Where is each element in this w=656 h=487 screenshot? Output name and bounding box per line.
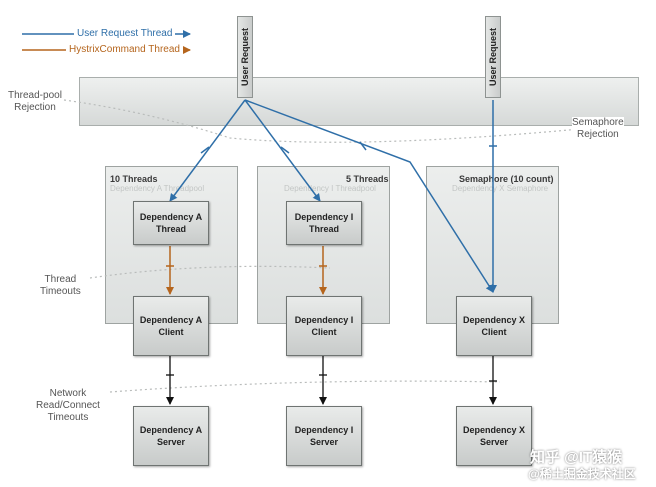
dependency-i-server-box: Dependency I Server — [286, 406, 362, 466]
dependency-i-client-label: Dependency I Client — [294, 315, 354, 337]
pool-a-title: 10 Threads — [110, 174, 158, 184]
semaphore-rejection-label: Semaphore Rejection — [572, 117, 624, 141]
dependency-i-server-label: Dependency I Server — [294, 425, 354, 447]
dependency-i-client-box: Dependency I Client — [286, 296, 362, 356]
user-request-tag-left: User Request — [237, 16, 253, 98]
legend-user-request-thread: User Request Thread — [74, 28, 176, 39]
watermark-line1: 知乎 @IT猿猴 — [530, 449, 623, 466]
legend-hystrix-command-thread: HystrixCommand Thread — [66, 44, 183, 55]
watermark-line2: @稀土掘金技术社区 — [528, 467, 636, 481]
dependency-i-thread-box: Dependency I Thread — [286, 201, 362, 245]
dependency-x-server-label: Dependency X Server — [462, 425, 526, 447]
network-timeouts-label: Network Read/Connect Timeouts — [36, 388, 100, 424]
user-request-label: User Request — [488, 27, 498, 87]
user-request-band — [79, 77, 639, 126]
user-request-tag-right: User Request — [485, 16, 501, 98]
dependency-a-thread-box: Dependency A Thread — [133, 201, 209, 245]
dependency-a-client-label: Dependency A Client — [139, 315, 203, 337]
dependency-x-client-label: Dependency X Client — [462, 315, 526, 337]
thread-pool-rejection-label: Thread-pool Rejection — [8, 90, 62, 114]
thread-timeouts-label: Thread Timeouts — [40, 274, 81, 298]
dependency-i-thread-label: Dependency I Thread — [294, 212, 354, 234]
pool-x-title: Semaphore (10 count) — [459, 174, 554, 184]
dependency-a-server-box: Dependency A Server — [133, 406, 209, 466]
pool-i-title: 5 Threads — [346, 174, 389, 184]
user-request-label: User Request — [240, 27, 250, 87]
dependency-x-client-box: Dependency X Client — [456, 296, 532, 356]
dependency-a-server-label: Dependency A Server — [139, 425, 203, 447]
dependency-a-thread-label: Dependency A Thread — [139, 212, 203, 234]
pool-i-subtitle: Dependency I Threadpool — [284, 184, 376, 193]
pool-x-subtitle: Dependency X Semaphore — [452, 184, 549, 193]
dependency-a-client-box: Dependency A Client — [133, 296, 209, 356]
dependency-x-server-box: Dependency X Server — [456, 406, 532, 466]
pool-a-subtitle: Dependency A Threadpool — [110, 184, 205, 193]
